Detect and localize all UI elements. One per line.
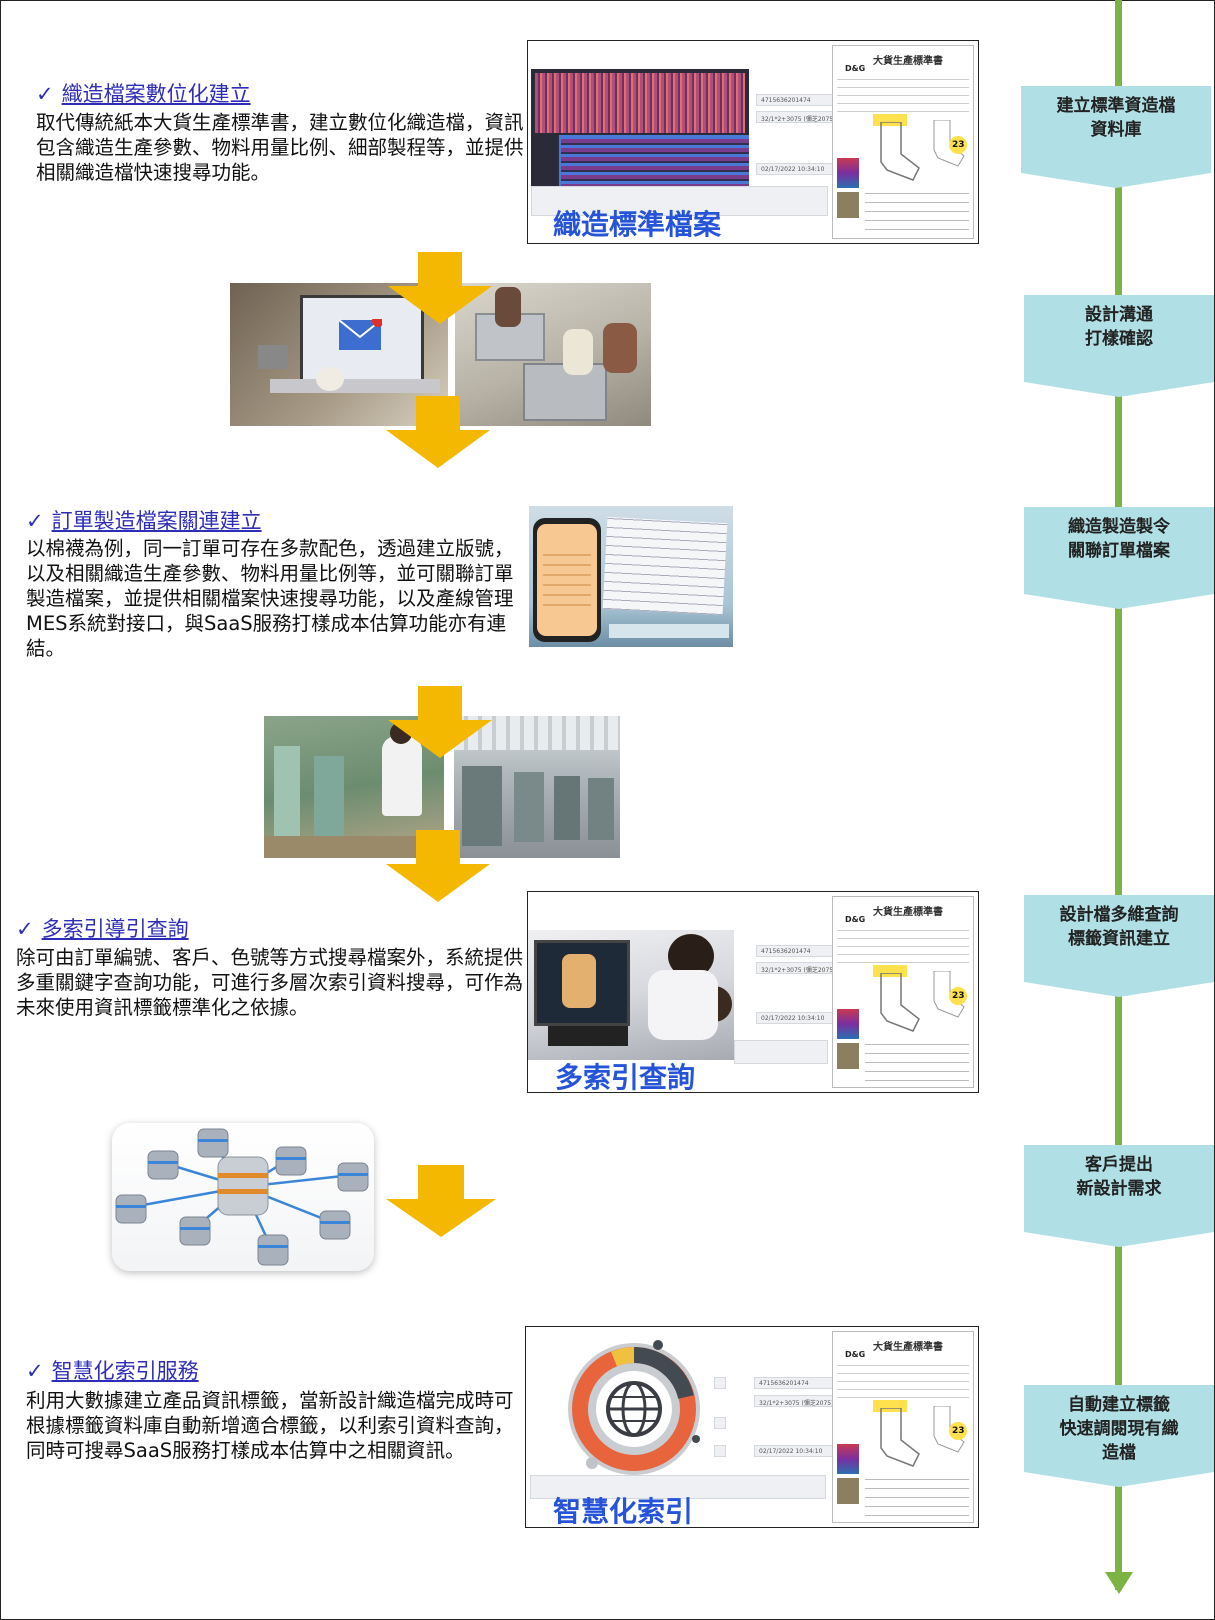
- mockup-3: 4715636201474 32/1*2+3075 (彌芝2075) 02/17…: [525, 1326, 979, 1528]
- photo-factory-floor: [454, 716, 620, 858]
- knit-pattern-screen: [531, 69, 749, 199]
- sock-outline-icon: [933, 971, 965, 1018]
- mockup-1-field-2: 32/1*2+3075 (彌芝2075): [756, 111, 848, 123]
- mockup-1-doc: 大貨生產標準書 D&G 23: [832, 45, 974, 239]
- section-2-heading: ✓訂單製造檔案關連建立: [26, 509, 262, 533]
- mockup-2-doc: 大貨生產標準書 D&G 23: [832, 896, 974, 1088]
- down-arrow-icon: [386, 396, 490, 468]
- mockup-3-caption: 智慧化索引: [553, 1495, 694, 1528]
- photo-factory-worker: [264, 716, 444, 858]
- mockup-3-field-1: 4715636201474: [754, 1377, 846, 1389]
- photo-design-review: [528, 930, 734, 1060]
- checkmark-icon: ✓: [26, 1359, 44, 1383]
- mockup-2: 4715636201474 32/1*2+3075 (彌芝2075) 02/17…: [527, 891, 979, 1094]
- section-3-body: 除可由訂單編號、客戶、色號等方式搜尋檔案外，系統提供多重關鍵字查詢功能，可進行多…: [16, 946, 524, 1019]
- photo-yarn-scale: [455, 283, 651, 426]
- database-network-illustration: [112, 1123, 374, 1271]
- photo-phone-app: [529, 506, 733, 647]
- down-arrow-icon: [388, 252, 492, 324]
- mockup-3-field-2: 32/1*2+3075 (彌芝2075): [754, 1395, 846, 1407]
- flow-step-6: 自動建立標籤快速調閱現有織造檔: [1024, 1385, 1214, 1487]
- envelope-icon: [338, 319, 382, 350]
- section-3-heading: ✓多索引導引查詢: [16, 917, 189, 941]
- flow-step-3: 織造製造製令關聯訂單檔案: [1024, 507, 1214, 609]
- down-arrow-icon: [386, 1165, 496, 1237]
- sock-icon: [880, 973, 920, 1032]
- section-1-body: 取代傳統紙本大貨生產標準書，建立數位化織造檔，資訊包含織造生產參數、物料用量比例…: [36, 111, 524, 184]
- globe-icon: [568, 1340, 700, 1475]
- flow-step-4: 設計檔多維查詢標籤資訊建立: [1024, 895, 1214, 997]
- section-2-body: 以棉襪為例，同一訂單可存在多款配色，透過建立版號，以及相關織造生產參數、物料用量…: [26, 537, 514, 660]
- checkmark-icon: ✓: [36, 82, 54, 106]
- flow-step-1: 建立標準資造檔資料庫: [1021, 86, 1211, 188]
- section-4-body: 利用大數據建立產品資訊標籤，當新設計織造檔完成時可根據標籤資料庫自動新增適合標籤…: [26, 1389, 514, 1462]
- down-arrow-icon: [388, 686, 492, 758]
- photo-laptop-email: [230, 283, 448, 426]
- checkmark-icon: ✓: [16, 917, 34, 941]
- database-icon: [115, 1128, 369, 1266]
- flow-line: [1115, 0, 1122, 1590]
- mockup-3-doc: 大貨生產標準書 D&G 23: [832, 1331, 974, 1523]
- flow-line-arrowhead: [1105, 1572, 1133, 1594]
- sock-icon: [880, 1408, 920, 1467]
- mockup-2-field-2: 32/1*2+3075 (彌芝2075): [756, 962, 848, 974]
- section-4-heading: ✓智慧化索引服務: [26, 1359, 199, 1383]
- mockup-2-caption: 多索引查詢: [555, 1061, 696, 1094]
- sock-icon: [880, 122, 920, 181]
- mockup-1: 4715636201474 32/1*2+3075 (彌芝2075) 02/17…: [527, 40, 979, 244]
- flow-step-2: 設計溝通打樣確認: [1024, 295, 1214, 397]
- mockup-3-field-3: 02/17/2022 10:34:10: [754, 1445, 846, 1457]
- checkmark-icon: ✓: [26, 509, 44, 533]
- sock-outline-icon: [933, 120, 965, 167]
- flow-step-5: 客戶提出新設計需求: [1024, 1145, 1214, 1247]
- down-arrow-icon: [386, 830, 490, 902]
- mockup-1-caption: 織造標準檔案: [553, 208, 722, 241]
- section-1-heading: ✓織造檔案數位化建立: [36, 82, 251, 106]
- sock-outline-icon: [933, 1406, 965, 1453]
- mockup-2-field-3: 02/17/2022 10:34:10: [756, 1012, 848, 1024]
